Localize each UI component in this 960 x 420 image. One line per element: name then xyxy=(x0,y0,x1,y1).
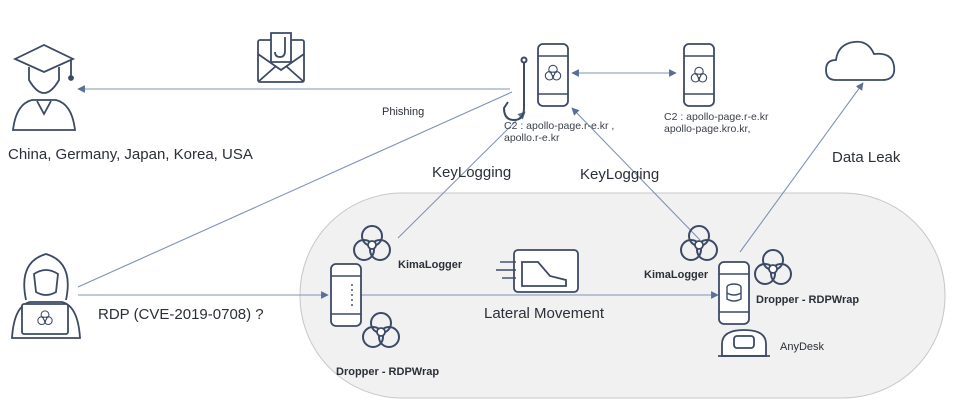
lateral-movement-icon xyxy=(496,249,579,293)
attacker-to-hook-line xyxy=(77,91,513,288)
c2-primary-domains: C2 : apollo-page.r-e.kr , apollo.r-e.kr xyxy=(504,120,614,144)
kimalogger-left-label: KimaLogger xyxy=(398,259,463,271)
c2-server-secondary xyxy=(683,43,715,107)
victim-graduate-icon xyxy=(11,44,77,131)
rdp-label: RDP (CVE-2019-0708) ? xyxy=(98,306,264,323)
c2-secondary-line-1: C2 : apollo-page.r-e.kr xyxy=(664,111,769,123)
c2-secondary-line-2: apollo-page.kro.kr, xyxy=(664,123,751,135)
data-leak-label: Data Leak xyxy=(832,149,901,166)
c2-primary-line-1: C2 : apollo-page.r-e.kr , xyxy=(504,120,615,132)
anydesk-icon xyxy=(718,329,770,357)
phishing-label: Phishing xyxy=(382,106,425,118)
data-leak-arrow xyxy=(739,82,864,253)
compromised-server-left xyxy=(330,263,362,327)
c2-secondary-domains: C2 : apollo-page.r-e.kr apollo-page.kro.… xyxy=(664,111,768,135)
dropper-right-label: Dropper - RDPWrap xyxy=(756,294,860,306)
keylogging-right-arrow xyxy=(571,107,701,241)
dropper-left-label: Dropper - RDPWrap xyxy=(336,366,440,378)
phishing-hook-icon xyxy=(502,56,528,122)
c2-primary-line-2: apollo.r-e.kr xyxy=(504,132,560,144)
attacker-hacker-icon xyxy=(11,253,81,339)
keylogging-left-arrow xyxy=(397,111,526,239)
compromised-server-right xyxy=(718,261,750,325)
cloud-icon xyxy=(825,40,896,81)
anydesk-label: AnyDesk xyxy=(780,341,825,353)
email-icon xyxy=(257,32,305,83)
keylogging-right-label: KeyLogging xyxy=(580,166,660,183)
lateral-movement-label: Lateral Movement xyxy=(484,305,605,322)
keylogging-left-label: KeyLogging xyxy=(432,164,512,181)
victim-countries-label: China, Germany, Japan, Korea, USA xyxy=(8,146,253,163)
kimalogger-right-label: KimaLogger xyxy=(644,269,709,281)
c2-server-primary xyxy=(537,43,569,107)
connection-lines xyxy=(77,69,864,299)
